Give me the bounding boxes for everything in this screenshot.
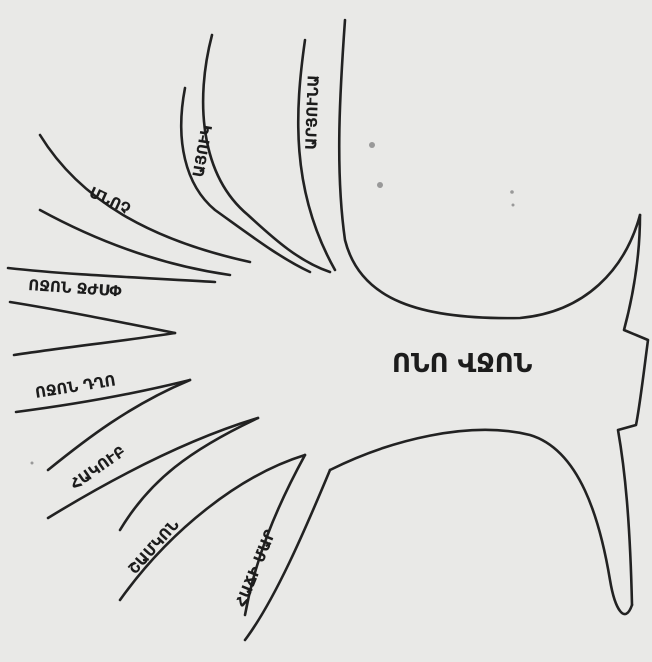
trunk-right-edge: [618, 215, 648, 605]
branch-2-bottom: [181, 88, 310, 272]
trunk-bottom-edge: [330, 430, 632, 614]
trunk-label: ՈՆՈ ՎՋՈՆ: [392, 349, 533, 379]
branch-label-1: ԱՐՅՈՒՆԱ: [302, 74, 323, 150]
branch-label-7: ՇԱՄԿՈՆ: [125, 516, 183, 578]
branch-3-bottom: [40, 210, 230, 275]
branch-7-top: [120, 418, 258, 530]
branch-label-4: ՈՋՈՆ ՋԺՍՓ: [28, 276, 123, 301]
branch-7-bottom: [120, 455, 305, 600]
branch-label-3: ՄՆՈՉ: [86, 183, 133, 218]
branch-label-2: ԱՅՈՒԿ: [189, 124, 216, 179]
branch-4-bottom: [10, 302, 175, 333]
tree-outline: [8, 20, 648, 640]
branch-5-top: [14, 333, 175, 355]
trunk-top-edge: [339, 20, 640, 318]
branch-3-top: [40, 135, 250, 262]
branch-label-6: ՀԱԿՈՒԲ: [67, 442, 129, 493]
branch-2-top: [203, 35, 330, 272]
